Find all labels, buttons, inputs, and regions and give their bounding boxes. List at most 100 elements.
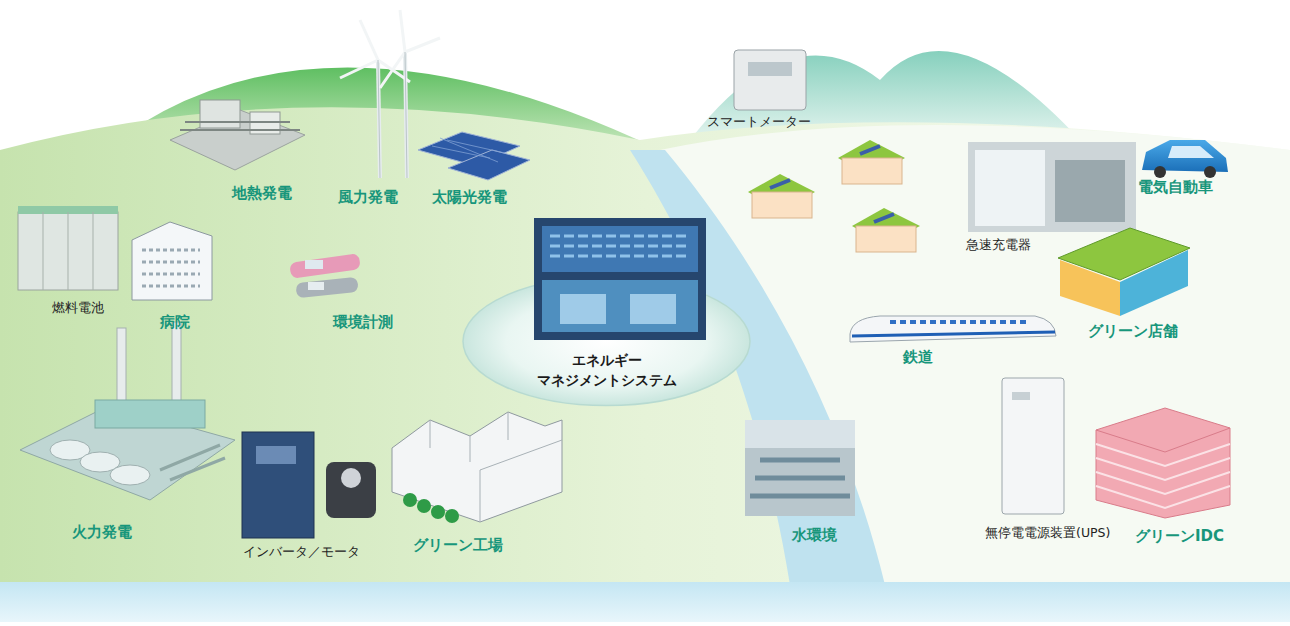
ups-cabinet <box>1002 378 1064 514</box>
geothermal-plant-part <box>180 122 300 130</box>
inverter-motor-part <box>256 446 296 464</box>
green-factory-part <box>403 493 417 507</box>
solar-panels-part <box>448 150 530 180</box>
fuel-cell-part <box>43 212 93 290</box>
ups-cabinet-part <box>1002 378 1064 514</box>
electric-car-part <box>1204 166 1216 178</box>
plant-label: 太陽光発電 <box>432 188 507 207</box>
control-room-monitor-part <box>542 280 698 332</box>
wind-turbines-part <box>340 20 410 82</box>
thermal-power-plant <box>20 322 235 500</box>
device-label: 燃料電池 <box>52 300 104 317</box>
smart-meter <box>734 50 806 110</box>
hospital <box>132 222 212 300</box>
geothermal-plant-part <box>200 100 240 128</box>
quick-charger-photo <box>968 142 1136 232</box>
control-room-monitor-part <box>560 294 606 324</box>
green-factory-part <box>417 499 431 513</box>
device-label: 急速充電器 <box>966 237 1031 254</box>
control-room-monitor-part <box>550 236 690 256</box>
thermal-power-plant-part <box>160 445 225 480</box>
inverter-motor-part <box>341 468 361 488</box>
houses-part <box>752 192 812 218</box>
hospital-part <box>142 250 200 286</box>
electric-car <box>1142 140 1228 178</box>
green-store <box>1058 228 1190 316</box>
houses-part <box>770 146 894 222</box>
facility-label: グリーン工場 <box>413 536 503 555</box>
fuel-cell-part <box>18 212 118 290</box>
wind-turbines-part <box>378 60 380 178</box>
train-part <box>890 320 1030 324</box>
water-treatment-photo-part <box>750 460 850 496</box>
hills-part <box>0 107 1290 585</box>
green-factory <box>392 412 562 523</box>
environment-meters-part <box>295 277 358 298</box>
wind-turbines-part <box>380 10 440 88</box>
train-part <box>852 332 1055 336</box>
green-factory-part <box>445 509 459 523</box>
wind-turbines-part <box>378 60 380 178</box>
hospital-part <box>132 222 212 300</box>
plant-label: 地熱発電 <box>232 184 292 203</box>
electric-car-part <box>1168 146 1214 158</box>
electric-car-part <box>1154 166 1166 178</box>
wind-turbines <box>340 10 440 178</box>
thermal-power-plant-part <box>172 322 181 408</box>
system-title: エネルギー マネジメントシステム <box>522 350 692 391</box>
green-idc-building-part <box>1096 428 1230 452</box>
green-factory-part <box>430 412 508 462</box>
inverter-motor-part <box>326 462 376 518</box>
facility-label: グリーン店舗 <box>1088 322 1178 341</box>
control-room-monitor-part <box>630 294 676 324</box>
houses-part <box>856 226 916 252</box>
environment-meters-part <box>308 282 324 290</box>
plant-label: 火力発電 <box>72 523 132 542</box>
wind-turbines-part <box>405 52 407 178</box>
green-idc-building <box>1096 408 1230 518</box>
thermal-power-plant-part <box>95 400 205 428</box>
train-part <box>850 316 1056 342</box>
device-label: 無停電電源装置(UPS) <box>985 525 1110 542</box>
smart-meter-part <box>734 50 806 110</box>
environment-meters-part <box>289 253 361 279</box>
quick-charger-photo-part <box>1055 160 1125 222</box>
environment-meters <box>289 253 361 298</box>
control-room-monitor-part <box>534 218 706 340</box>
green-factory-part <box>431 505 445 519</box>
quick-charger-photo-part <box>968 142 1136 232</box>
green-idc-building-part <box>1096 408 1230 518</box>
facility-label: 水環境 <box>792 526 837 545</box>
device-label: インバータ／モータ <box>243 544 360 561</box>
inverter-motor-part <box>242 432 314 538</box>
facility-label: 鉄道 <box>903 348 933 367</box>
solar-panels-part <box>432 138 505 162</box>
plant-label: 風力発電 <box>338 188 398 207</box>
facility-label: 環境計測 <box>333 313 393 332</box>
inverter-motor <box>242 432 376 538</box>
ups-cabinet-part <box>1012 392 1030 400</box>
geothermal-plant <box>170 100 305 170</box>
quick-charger-photo-part <box>975 150 1045 226</box>
houses <box>748 140 920 252</box>
control-room-monitor <box>530 214 710 342</box>
water-treatment-photo <box>745 420 855 516</box>
device-label: スマートメーター <box>707 114 811 131</box>
facility-label: 病院 <box>160 313 190 332</box>
water-treatment-photo-part <box>745 420 855 516</box>
hills <box>0 51 1290 622</box>
facility-label: グリーンIDC <box>1135 527 1224 546</box>
facility-label: 電気自動車 <box>1138 178 1213 197</box>
fuel-cell <box>18 206 118 290</box>
environment-meters-part <box>305 260 323 269</box>
control-room-monitor-part <box>542 226 698 272</box>
smart-meter-part <box>748 62 792 76</box>
green-store-part <box>1060 260 1120 316</box>
houses-part <box>842 158 902 184</box>
green-factory-part <box>392 412 562 522</box>
electric-car-part <box>1142 140 1228 172</box>
hills-part <box>0 582 1290 622</box>
green-store-part <box>1120 250 1188 316</box>
thermal-power-plant-part <box>110 465 150 485</box>
